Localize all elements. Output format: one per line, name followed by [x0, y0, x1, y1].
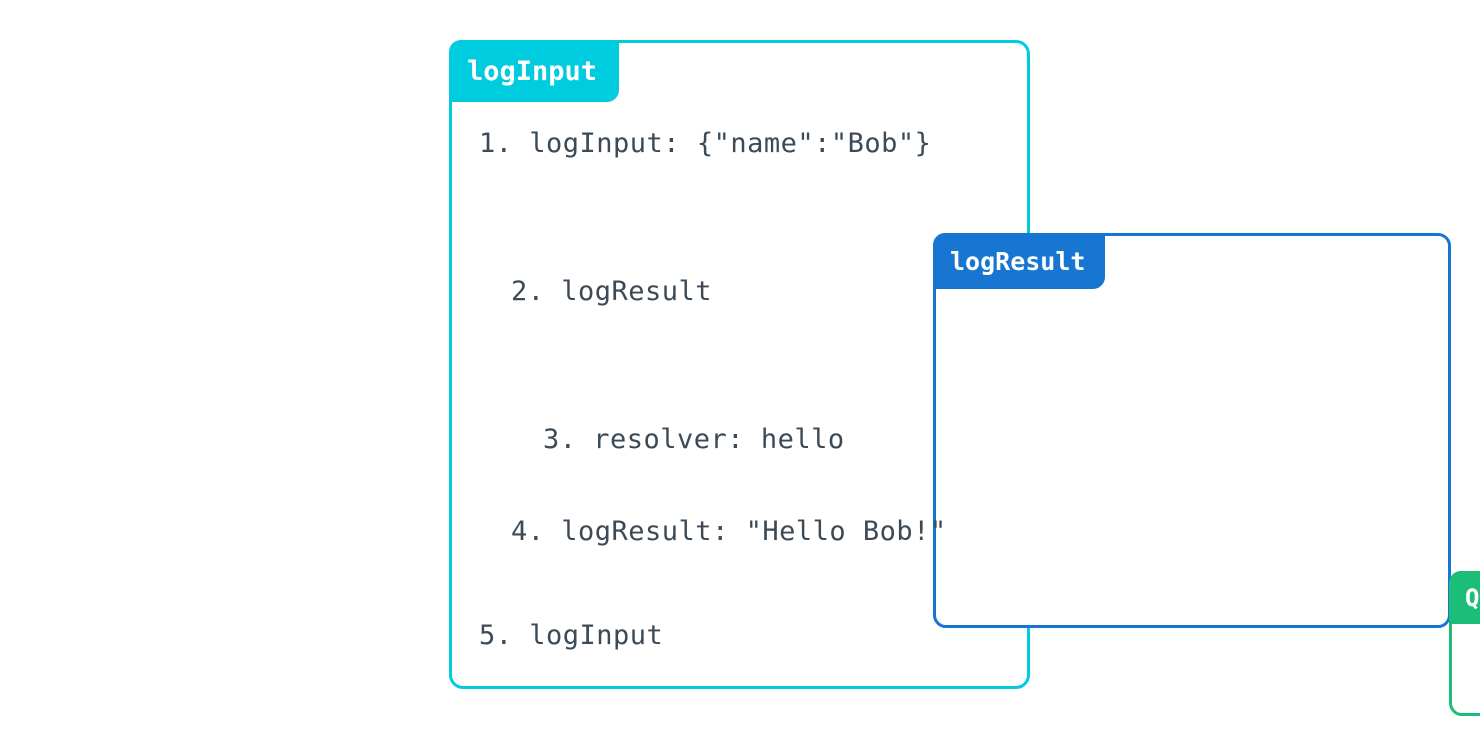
trace-box-loginput: logInput logResult Query.hello: [449, 40, 1480, 716]
log-line-5: 5. logInput: [479, 620, 664, 651]
log-line-1: 1. logInput: {"name":"Bob"}: [479, 128, 932, 159]
trace-box-logresult: logResult Query.hello: [933, 233, 1480, 716]
trace-box-query-hello: Query.hello: [1449, 571, 1480, 716]
trace-box-tab-logresult: logResult: [933, 233, 1106, 289]
log-line-2: 2. logResult: [511, 276, 713, 307]
log-line-4: 4. logResult: "Hello Bob!": [511, 516, 947, 547]
trace-box-tab-loginput: logInput: [449, 40, 620, 102]
trace-box-tab-query-hello: Query.hello: [1449, 571, 1480, 624]
log-line-3: 3. resolver: hello: [543, 424, 845, 455]
